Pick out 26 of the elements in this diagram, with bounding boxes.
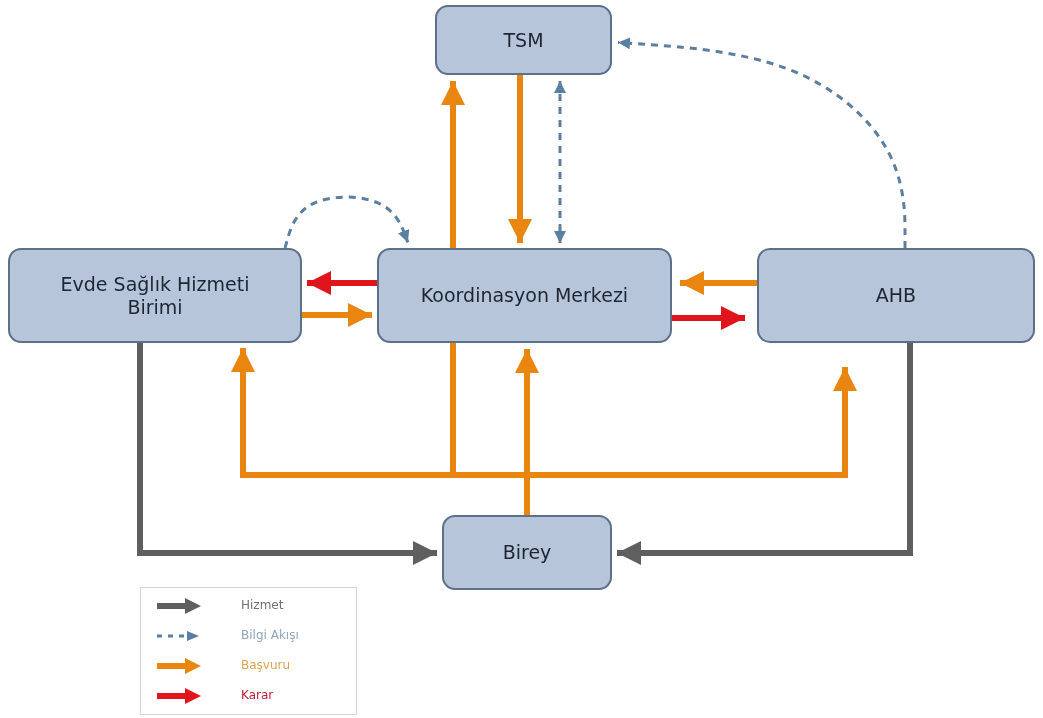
node-label: Evde Sağlık Hizmeti Birimi [59, 272, 251, 319]
legend-label: Başvuru [241, 658, 291, 672]
node-label: Birey [502, 541, 552, 564]
process-box [757, 248, 1035, 343]
node-label: Koordinasyon Merkezi [420, 284, 629, 307]
legend-label: Bilgi Akışı [241, 628, 299, 642]
process-box [8, 248, 302, 343]
arrow [672, 306, 745, 330]
arrow [137, 343, 437, 565]
arrow [554, 81, 566, 243]
arrow [441, 81, 465, 248]
legend-label: Hizmet [241, 598, 284, 612]
process-box [442, 515, 612, 590]
node-label: AHB [875, 284, 917, 307]
arrow [617, 37, 907, 248]
node-label: TSM [503, 28, 544, 52]
legend-label: Karar [241, 688, 274, 702]
process-box [377, 248, 672, 343]
arrow [283, 195, 410, 249]
arrow [508, 75, 532, 243]
arrow [307, 271, 377, 295]
process-box [435, 5, 612, 75]
arrow [302, 303, 372, 327]
arrow [680, 271, 757, 295]
arrow [524, 367, 857, 515]
arrow [617, 343, 913, 565]
